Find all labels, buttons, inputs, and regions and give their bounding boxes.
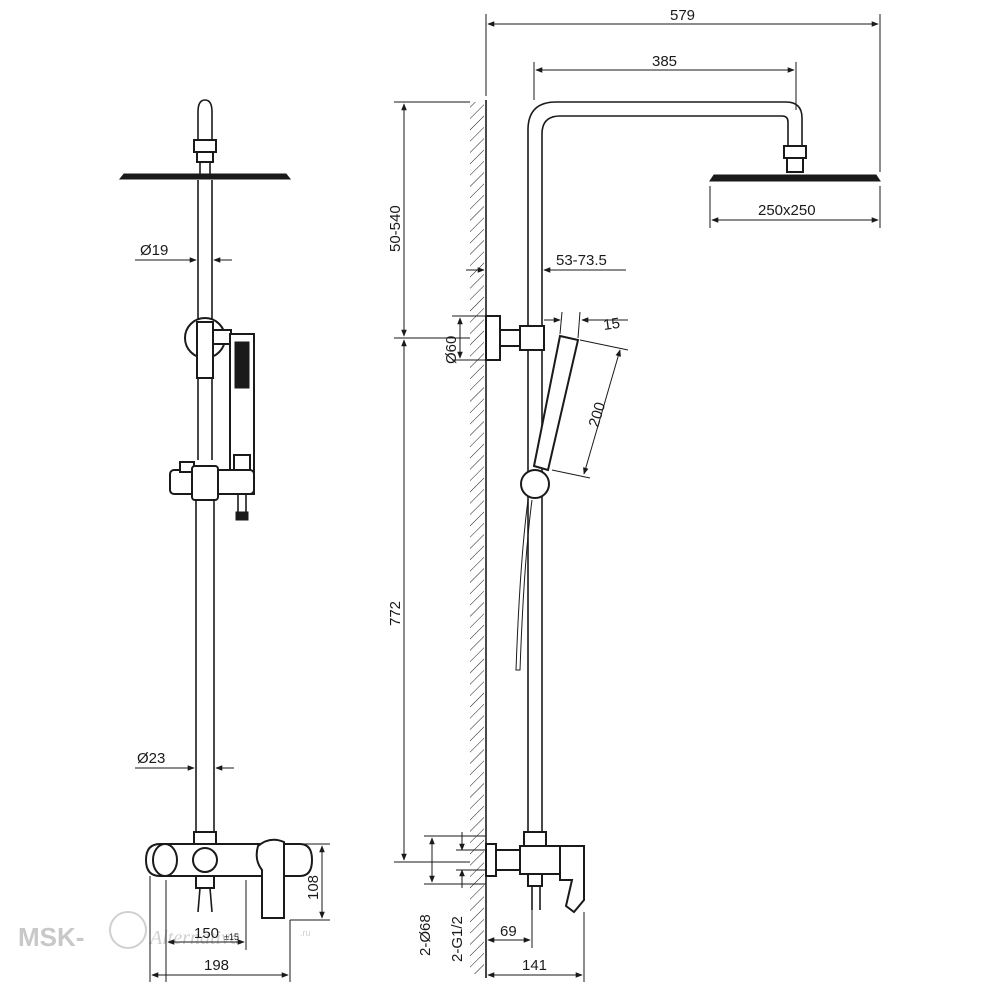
side-view: 579 385 250x250 50-540 53-73.5	[387, 7, 881, 982]
side-rain-head	[709, 174, 881, 182]
side-swivel-joint	[783, 145, 807, 159]
front-diverter-knob	[192, 847, 218, 873]
watermark-brand-domain: .ru	[300, 928, 311, 938]
height-adjust-label: 50-540	[387, 205, 404, 252]
front-mixer-lever	[255, 838, 285, 919]
side-mixer-body	[519, 845, 561, 875]
side-mixer-lever	[559, 845, 585, 914]
side-handset	[532, 334, 580, 472]
wall-hatching	[470, 102, 484, 974]
side-arm-inner	[541, 115, 789, 330]
front-handset-nozzle-face	[234, 341, 250, 389]
front-upper-pipe-diameter-label: Ø19	[140, 242, 168, 259]
handset-length-label: 200	[586, 400, 610, 429]
inlet-thread-label: 2-G1/2	[449, 916, 466, 962]
side-wall-flange	[485, 315, 501, 361]
bracket-diameter-label: Ø60	[443, 336, 460, 364]
front-inlet-spacing-label: 150	[194, 925, 219, 942]
front-mixer-height-label: 108	[305, 875, 322, 900]
front-lower-pipe-diameter-label: Ø23	[137, 750, 165, 767]
overall-width-label: 579	[670, 7, 695, 24]
front-swivel-joint	[193, 139, 217, 153]
arm-length-label: 385	[652, 53, 677, 70]
head-size-label: 250x250	[758, 202, 816, 219]
side-bracket-stem	[499, 329, 521, 347]
front-mixer-left-cap	[152, 843, 178, 877]
front-riser-coupling	[193, 831, 217, 845]
flange-diameter-label: 2-Ø68	[417, 914, 434, 956]
inlet-depth-label: 69	[500, 923, 517, 940]
front-rain-head	[118, 173, 292, 180]
watermark-brand-left: MSK-	[18, 922, 84, 952]
side-inlet-eccentric	[495, 849, 521, 871]
front-bracket-clamp	[212, 329, 232, 345]
handset-width-label: 15	[602, 315, 621, 334]
side-inlet-flange	[485, 843, 497, 877]
front-bracket-sleeve	[196, 321, 214, 379]
front-swivel-nut	[196, 151, 214, 163]
side-slider-knob	[520, 469, 550, 499]
side-hose	[515, 499, 533, 671]
side-diverter-stem	[527, 873, 543, 887]
side-arm-outer	[527, 101, 803, 330]
front-view: Ø19 Ø23	[118, 99, 330, 982]
bracket-offset-label: 53-73.5	[556, 252, 607, 269]
side-bracket-clamp	[519, 325, 545, 351]
front-left-inlet-nut	[195, 875, 215, 889]
watermark-at-icon	[109, 911, 147, 949]
riser-height-label: 772	[387, 601, 404, 626]
front-mixer-width-label: 198	[204, 957, 229, 974]
front-arm-stub	[197, 99, 213, 140]
front-inlet-spacing-tolerance: ±15	[224, 932, 239, 942]
side-swivel-nut	[786, 157, 804, 173]
mixer-depth-label: 141	[522, 957, 547, 974]
